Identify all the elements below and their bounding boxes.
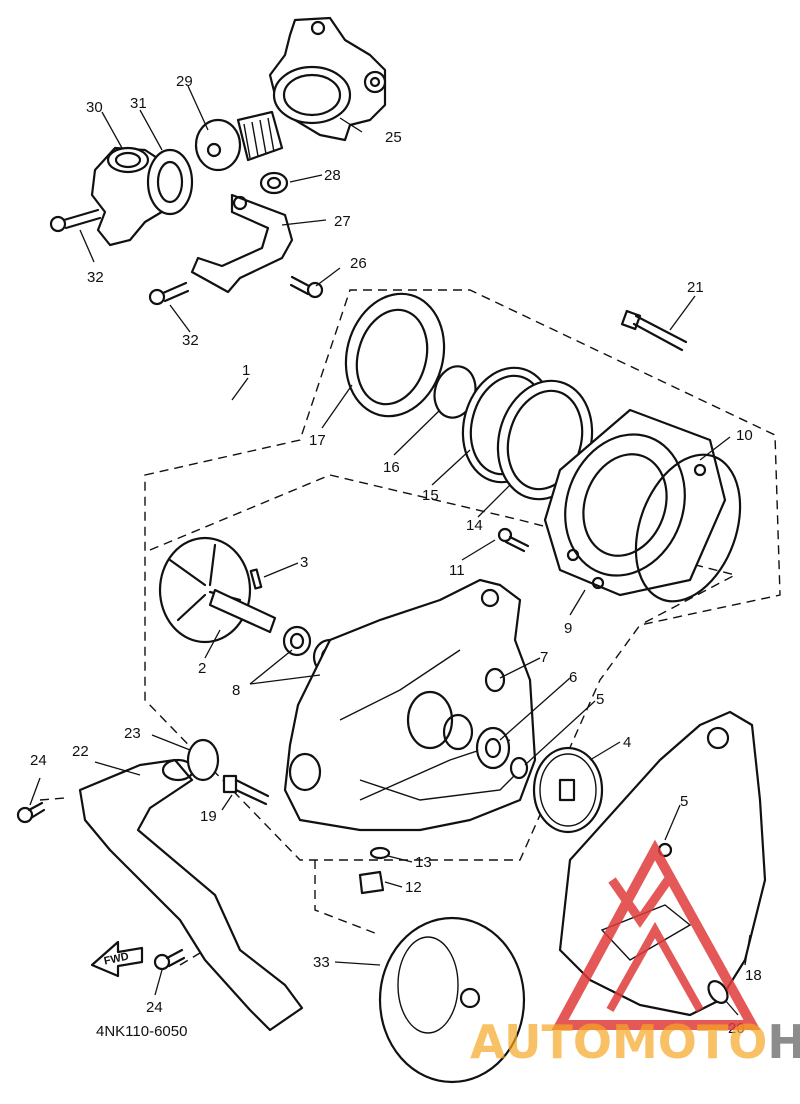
pump-cover-part bbox=[543, 408, 727, 597]
callout-11: 11 bbox=[449, 562, 465, 579]
callout-29: 29 bbox=[176, 73, 193, 90]
long-bolt-part-21 bbox=[620, 309, 688, 352]
bolt-part-19 bbox=[222, 774, 270, 806]
fwd-label: FWD bbox=[103, 951, 130, 968]
callout-16: 16 bbox=[383, 459, 400, 476]
water-tube-part-22 bbox=[78, 758, 304, 1032]
leader-lines bbox=[29, 85, 751, 1016]
callout-3: 3 bbox=[300, 554, 308, 571]
callout-30: 30 bbox=[86, 99, 103, 116]
bolt-part-26 bbox=[289, 275, 324, 299]
grommet-part bbox=[259, 171, 289, 195]
forward-arrow-icon: FWD bbox=[90, 940, 144, 978]
tube-dash-line bbox=[39, 797, 66, 801]
callout-32b: 32 bbox=[182, 332, 199, 349]
impeller-part bbox=[158, 536, 277, 644]
callout-21: 21 bbox=[687, 279, 704, 296]
watermark-automoto: AUTOMOTO bbox=[470, 1015, 767, 1069]
gear-part-4 bbox=[532, 746, 604, 834]
bearing-part-7 bbox=[484, 667, 506, 693]
callout-23: 23 bbox=[124, 725, 141, 742]
gear-part-33 bbox=[378, 916, 526, 1084]
bolt-part-11 bbox=[497, 527, 530, 553]
callout-5a: 5 bbox=[596, 691, 604, 708]
oil-seal-part bbox=[344, 292, 446, 418]
callout-5b: 5 bbox=[680, 793, 688, 810]
callout-33: 33 bbox=[313, 954, 330, 971]
bolt-part-32a bbox=[49, 208, 102, 233]
thermostat-housing-part bbox=[268, 16, 387, 142]
callout-1: 1 bbox=[242, 362, 250, 379]
thermostat-part bbox=[194, 110, 284, 172]
lower-outline bbox=[314, 860, 381, 936]
o-ring-part-23 bbox=[186, 738, 220, 782]
callout-31: 31 bbox=[130, 95, 147, 112]
bolt-part-32b bbox=[148, 281, 190, 306]
callout-28: 28 bbox=[324, 167, 341, 184]
bolt-part-24a bbox=[16, 801, 46, 824]
washer-part-13 bbox=[369, 846, 391, 860]
bolt-part-24b bbox=[153, 948, 186, 971]
callout-4: 4 bbox=[623, 734, 631, 751]
subassembly-outline bbox=[149, 474, 737, 626]
callout-17: 17 bbox=[309, 432, 326, 449]
callout-labels: 25 28 27 26 29 30 31 32 32 21 1 17 16 15… bbox=[30, 73, 762, 1037]
callout-27: 27 bbox=[334, 213, 351, 230]
callout-32a: 32 bbox=[87, 269, 104, 286]
pump-body-part bbox=[283, 578, 537, 832]
gasket-part-10 bbox=[634, 453, 742, 603]
washer-part-5a bbox=[509, 756, 529, 780]
callout-2: 2 bbox=[198, 660, 206, 677]
callout-15: 15 bbox=[422, 487, 439, 504]
pin-part bbox=[249, 568, 263, 590]
callout-18: 18 bbox=[745, 967, 762, 984]
automotohub-logo-icon bbox=[551, 839, 761, 1030]
water-pipe-fitting-part bbox=[90, 146, 194, 247]
pin-part-20 bbox=[707, 980, 729, 1004]
callout-24b: 24 bbox=[146, 999, 163, 1016]
callout-9: 9 bbox=[564, 620, 572, 637]
callout-6: 6 bbox=[569, 669, 577, 686]
diagram-code: 4NK110-6050 bbox=[96, 1023, 187, 1040]
drain-bolt-part-12 bbox=[358, 870, 385, 895]
callout-8: 8 bbox=[232, 682, 240, 699]
seal-part-8a bbox=[282, 625, 312, 657]
callout-7: 7 bbox=[540, 649, 548, 666]
callout-22: 22 bbox=[72, 743, 89, 760]
callout-19: 19 bbox=[200, 808, 217, 825]
callout-12: 12 bbox=[405, 879, 422, 896]
bracket-part bbox=[190, 193, 294, 294]
callout-10: 10 bbox=[736, 427, 753, 444]
watermark-hub: HUB bbox=[767, 1015, 800, 1069]
watermark-text: AUTOMOTOHUB bbox=[470, 1015, 800, 1069]
callout-26: 26 bbox=[350, 255, 367, 272]
callout-14: 14 bbox=[466, 517, 483, 534]
callout-13: 13 bbox=[415, 854, 432, 871]
callout-25: 25 bbox=[385, 129, 402, 146]
assembly-group-outline bbox=[144, 289, 781, 861]
callout-24a: 24 bbox=[30, 752, 47, 769]
bearing-part-6 bbox=[475, 726, 511, 770]
